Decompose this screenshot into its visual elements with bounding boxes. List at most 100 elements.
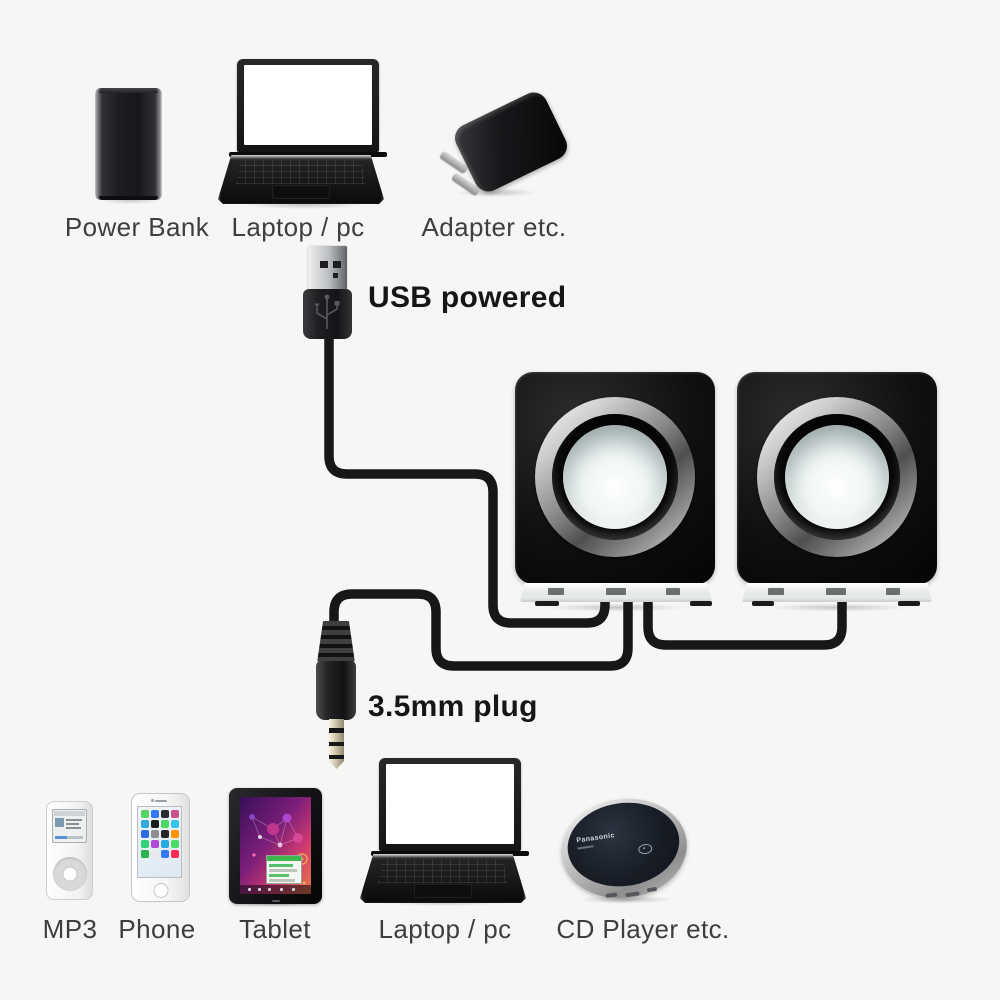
- app-icon: [150, 850, 159, 858]
- app-icon: [160, 820, 169, 828]
- speaker-left-stand: [520, 583, 712, 602]
- phone-image: [131, 793, 190, 902]
- speaker-right-stand: [742, 583, 932, 602]
- usb-plug-body: [303, 289, 352, 339]
- audio-plug-barrel: [316, 661, 356, 720]
- speaker-surround: [774, 414, 900, 540]
- usb-contact-hole: [333, 273, 338, 278]
- cd-player-button: [625, 891, 640, 898]
- stand-foot: [535, 601, 559, 606]
- usb-trident-icon: [314, 294, 340, 329]
- laptop-keyboard: [236, 160, 366, 184]
- usb-powered-heading: USB powered: [368, 281, 567, 314]
- stand-circuit-mark: [666, 588, 680, 595]
- phone-home-button: [153, 883, 168, 898]
- mp3-text-line: [66, 827, 81, 829]
- tablet-label: Tablet: [239, 914, 311, 944]
- audio-plug-image: [317, 621, 355, 663]
- stand-foot: [690, 601, 712, 606]
- mp3-text-line: [66, 823, 79, 825]
- mp3-screen: [52, 809, 87, 843]
- app-icon: [160, 810, 169, 818]
- app-icon: [170, 810, 179, 818]
- mp3-player-image: [46, 801, 93, 900]
- speaker-left-shadow: [518, 602, 714, 613]
- stand-foot: [752, 601, 774, 606]
- stand-foot: [898, 601, 920, 606]
- cd-player-shadow: [558, 894, 694, 905]
- phone-label: Phone: [118, 914, 196, 944]
- app-icon: [150, 820, 159, 828]
- mp3-center-button: [62, 866, 77, 882]
- stand-circuit-mark: [768, 588, 784, 595]
- app-icon: [170, 850, 179, 858]
- app-icon: [140, 830, 149, 838]
- popup-line: [269, 869, 297, 872]
- app-icon: [170, 830, 179, 838]
- usb-contact-hole: [320, 261, 328, 268]
- app-icon: [150, 810, 159, 818]
- speaker-cone: [563, 425, 667, 529]
- app-icon: [160, 830, 169, 838]
- popup-header: [267, 856, 301, 861]
- app-icon: [140, 840, 149, 848]
- mp3-progress-bar: [55, 836, 83, 839]
- popup-line: [269, 874, 289, 877]
- tablet-home-button: [271, 900, 280, 902]
- laptop-base: [360, 854, 526, 903]
- app-icon: [140, 820, 149, 828]
- popup-line: [269, 879, 295, 882]
- speaker-surround: [552, 414, 678, 540]
- jack-heading: 3.5mm plug: [368, 690, 538, 723]
- speaker-ring: [535, 397, 695, 557]
- laptop-lid: [237, 59, 379, 152]
- laptop-bottom-image: [357, 755, 529, 905]
- constellation-graphic: [249, 813, 308, 885]
- app-icon: [150, 830, 159, 838]
- laptop-bottom-label: Laptop / pc: [378, 914, 512, 944]
- cd-player-button: [605, 892, 618, 899]
- laptop-lid: [379, 758, 521, 851]
- power-adapter-image: [435, 87, 575, 207]
- speaker-cone: [785, 425, 889, 529]
- tablet-dock-bar: [240, 885, 311, 894]
- phone-earpiece: [154, 800, 167, 802]
- laptop-base: [218, 155, 384, 204]
- usb-power-cable: [324, 334, 610, 628]
- laptop-touchpad: [414, 884, 472, 898]
- tablet-popup-window: [266, 855, 302, 884]
- adapter-label: Adapter etc.: [421, 212, 567, 242]
- popup-line: [269, 864, 293, 867]
- usb-plug-image: [308, 246, 347, 290]
- cd-player-brand: Panasonic: [576, 832, 616, 845]
- stand-circuit-mark: [826, 588, 846, 595]
- tablet-image: [229, 788, 322, 904]
- speaker-link-cable: [643, 590, 847, 650]
- speaker-right-image: [737, 372, 937, 584]
- laptop-screen: [386, 764, 514, 844]
- compact-disc-icon: [637, 843, 653, 855]
- laptop-top-label: Laptop / pc: [231, 212, 365, 242]
- speaker-ring: [757, 397, 917, 557]
- tablet-screen: [240, 797, 311, 894]
- app-icon: [160, 840, 169, 848]
- audio-cable: [329, 589, 633, 671]
- laptop-hinge: [229, 152, 387, 157]
- mp3-click-wheel: [52, 857, 87, 891]
- phone-camera: [151, 799, 154, 802]
- app-icon: [150, 840, 159, 848]
- app-icon: [160, 850, 169, 858]
- mp3-label: MP3: [42, 914, 98, 944]
- app-icon: [170, 840, 179, 848]
- speaker-left-image: [515, 372, 715, 584]
- power-bank-image: [95, 88, 162, 200]
- app-icon: [140, 810, 149, 818]
- usb-contact-hole: [333, 261, 341, 268]
- stand-circuit-mark: [548, 588, 564, 595]
- power-bank-label: Power Bank: [64, 212, 210, 242]
- laptop-keyboard: [378, 859, 508, 883]
- phone-screen: [137, 806, 182, 878]
- mp3-titlebar: [54, 811, 85, 816]
